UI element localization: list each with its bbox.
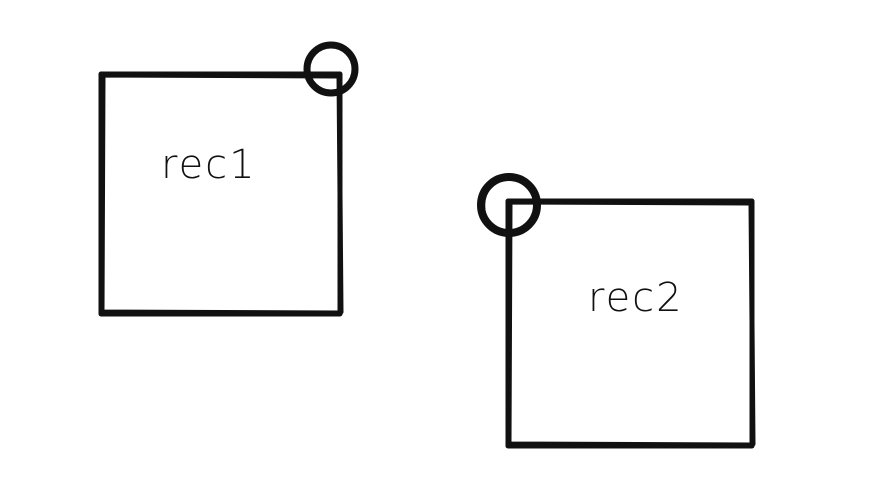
rec1-shape: rec1	[98, 71, 344, 317]
rec2-label: rec2	[588, 275, 684, 321]
rec1-label: rec1	[161, 142, 257, 188]
rec1-corner-marker	[303, 41, 359, 97]
rec2-shape: rec2	[505, 198, 756, 449]
rec2-outline	[505, 198, 756, 449]
rec2-corner-marker	[477, 173, 541, 237]
rec1-outline	[98, 71, 344, 317]
